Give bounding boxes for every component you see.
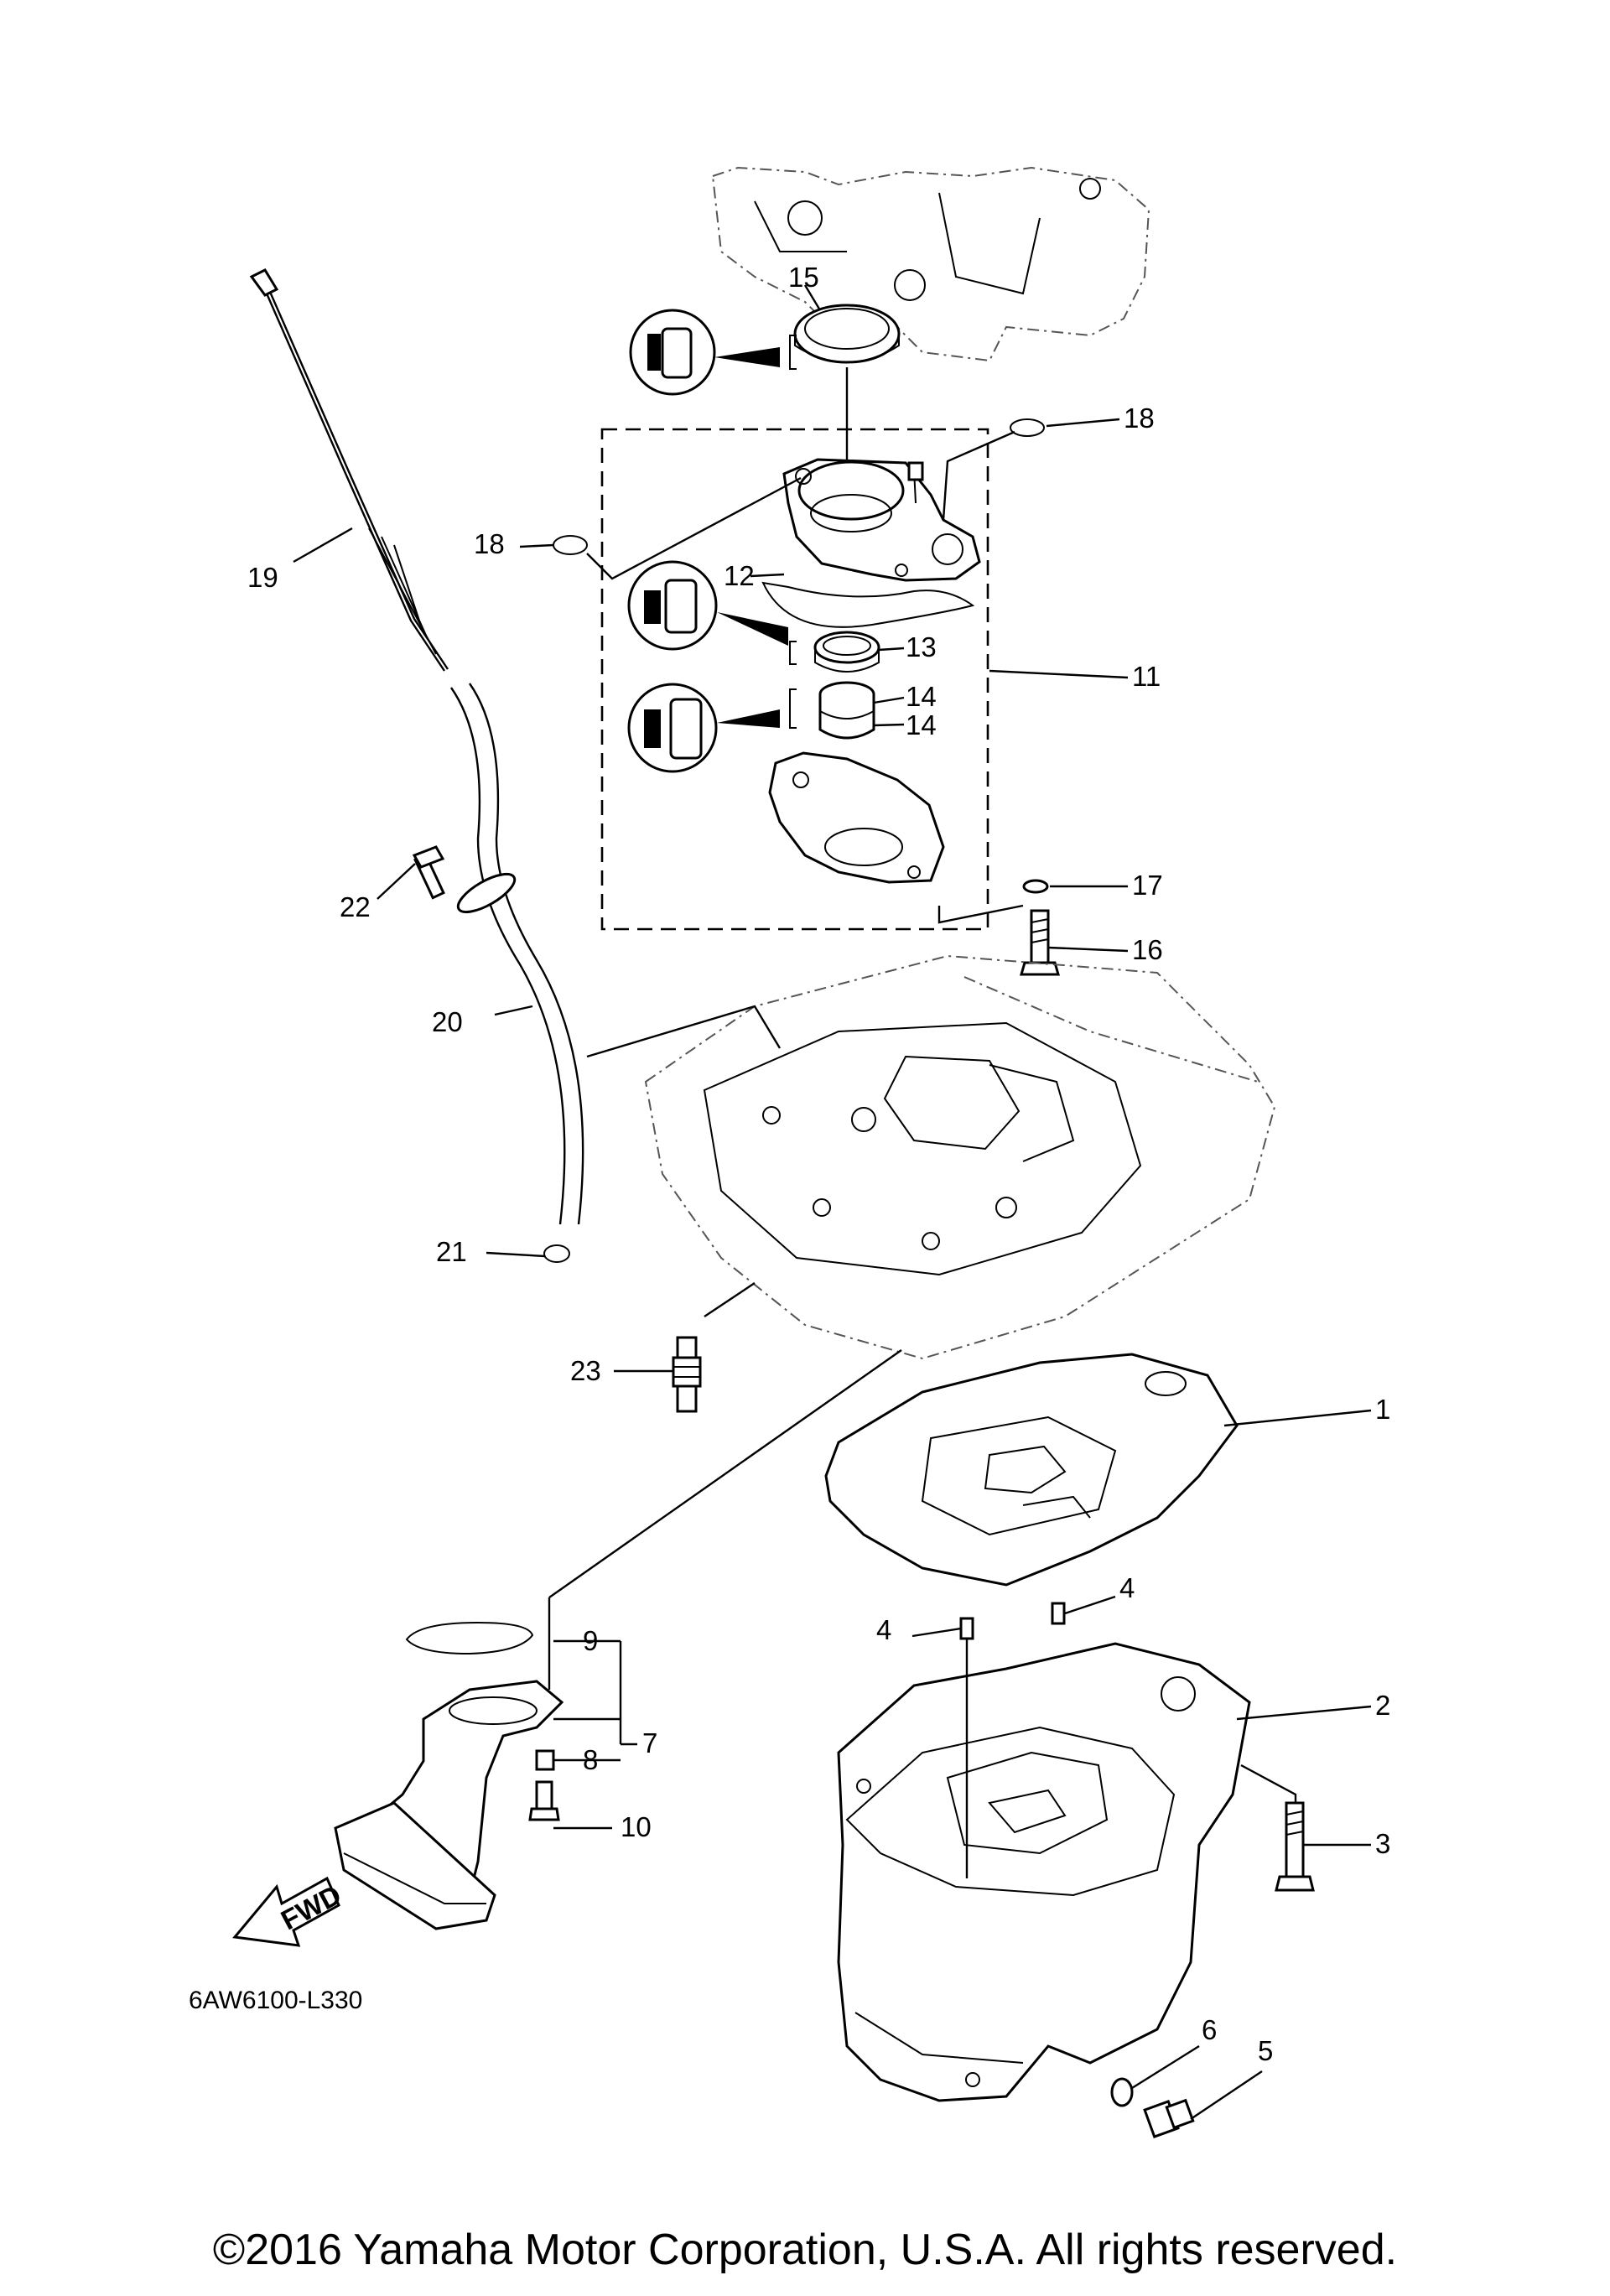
callout-18-left: 18 <box>474 528 505 559</box>
oil-seals-14 <box>818 681 875 740</box>
oil-pump-upper-housing <box>782 458 981 582</box>
callout-13: 13 <box>906 631 937 662</box>
callout-16: 16 <box>1132 934 1163 965</box>
o-ring-21 <box>543 1244 570 1263</box>
o-ring-9 <box>405 1621 534 1655</box>
drain-plug-5 <box>1143 2098 1195 2139</box>
callout-5: 5 <box>1258 2035 1273 2066</box>
bolt-3 <box>1275 1801 1315 1892</box>
o-ring-12 <box>761 581 975 628</box>
callout-4-right: 4 <box>1119 1572 1135 1603</box>
oil-pan-2 <box>837 1642 1251 2102</box>
oil-strainer-7 <box>334 1680 564 1930</box>
callout-10: 10 <box>621 1811 652 1842</box>
collar-8 <box>535 1749 555 1771</box>
gasket-1 <box>824 1353 1239 1587</box>
callout-6: 6 <box>1202 2014 1217 2045</box>
callout-20: 20 <box>432 1006 463 1037</box>
callout-4-left: 4 <box>876 1614 891 1645</box>
callout-14-lower: 14 <box>906 709 937 740</box>
oil-pump-lower-housing <box>768 751 945 884</box>
callout-21: 21 <box>436 1236 467 1267</box>
callout-8: 8 <box>583 1744 598 1775</box>
callout-18-right: 18 <box>1124 403 1155 434</box>
callout-3: 3 <box>1375 1828 1390 1859</box>
callout-15: 15 <box>788 262 819 293</box>
forward-direction-arrow <box>232 1876 340 1947</box>
dowel-pin-4-left <box>959 1617 974 1640</box>
o-ring-18-left <box>553 535 588 555</box>
oil-seal-15 <box>793 304 901 364</box>
diagram-code: 6AW6100-L330 <box>189 1987 362 2014</box>
callout-9: 9 <box>583 1625 598 1656</box>
seal-orientation-symbol-3 <box>627 683 780 773</box>
callout-1: 1 <box>1375 1394 1390 1425</box>
gasket-6 <box>1110 2077 1134 2107</box>
bolt-22 <box>412 845 445 900</box>
copyright-notice: ©2016 Yamaha Motor Corporation, U.S.A. A… <box>213 2226 1397 2274</box>
dipstick-guide-20 <box>450 683 584 1225</box>
washer-17 <box>1022 879 1049 894</box>
bolt-10 <box>528 1780 560 1821</box>
callout-22: 22 <box>340 891 371 922</box>
dowel-pin-4-right <box>1051 1602 1066 1625</box>
bolt-16 <box>1020 909 1060 976</box>
oil-pressure-switch-23 <box>672 1336 702 1413</box>
callout-17: 17 <box>1132 870 1163 901</box>
leader-lines <box>293 284 1372 2120</box>
o-ring-18-right <box>1010 418 1045 437</box>
dipstick-19 <box>249 268 449 672</box>
callout-labels: 1 2 3 4 4 5 6 7 8 9 10 11 12 13 14 14 15… <box>247 262 1390 2066</box>
callout-2: 2 <box>1375 1690 1390 1721</box>
oil-pump-assembly-box <box>600 428 989 931</box>
callout-23: 23 <box>570 1355 601 1386</box>
callout-14-upper: 14 <box>906 681 937 712</box>
callout-11: 11 <box>1132 661 1161 692</box>
exhaust-guide-ghost <box>644 954 1276 1360</box>
seal-orientation-symbol-2 <box>627 560 788 651</box>
callout-19: 19 <box>247 562 278 593</box>
callout-7: 7 <box>642 1727 657 1758</box>
callout-12: 12 <box>724 560 755 591</box>
oil-seal-13 <box>813 631 880 673</box>
engine-block-ghost <box>711 166 1150 362</box>
seal-orientation-symbol-1 <box>629 309 797 396</box>
